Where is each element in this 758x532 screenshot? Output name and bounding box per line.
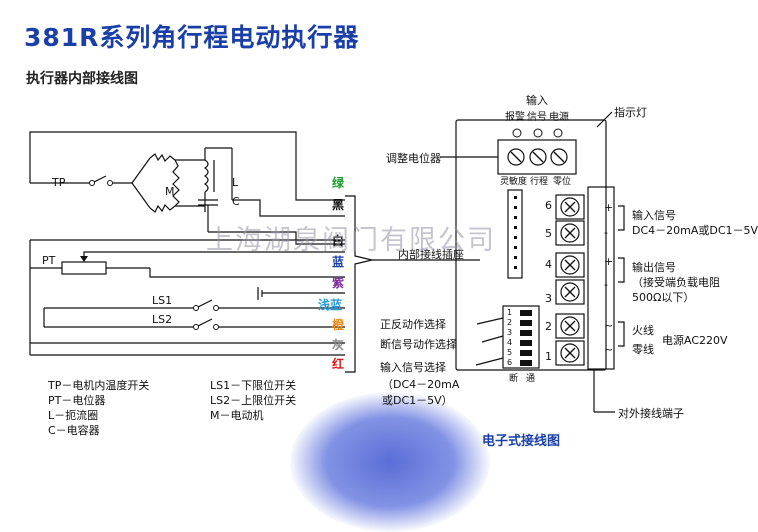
dip-forward-label: 正反动作选择 [380,318,446,331]
dip-input-label: 输入信号选择 [380,361,446,374]
legend-item: TP－电机内温度开关 [48,379,150,392]
terminal-number: 5 [545,227,552,240]
output-ohm-label: 500Ω以下） [632,291,695,304]
ls1-label: LS1 [152,294,173,307]
output-signal-label: 输出信号 [632,261,676,274]
minus-sign: - [604,278,608,291]
decorative-blob [290,392,490,532]
input-range-label: DC4－20mA或DC1－5V [632,224,758,237]
input-signal-label: 输入信号 [632,209,676,222]
legend-item: M－电动机 [210,409,264,422]
output-load-label: （接受端负载电阻 [632,276,720,289]
wire-label-red: 红 [332,357,345,371]
terminal-number: 4 [545,258,552,271]
plus-sign: + [604,201,614,214]
wire-label-light-blue: 浅蓝 [318,298,343,312]
wire-label-black: 黑 [332,198,345,212]
pot-label-zero: 零位 [553,177,572,187]
led-label-signal: 信号 [527,112,547,123]
motor-label: M [165,185,175,198]
adjust-pot-label: 调整电位器 [386,152,441,165]
ac-tilde: ~ [604,319,614,332]
led-label-power: 电源 [549,112,569,123]
pot-label-stroke: 行程 [530,177,549,187]
diagram-subtitle: 执行器内部接线图 [26,71,138,87]
dip-number: 6 [507,358,513,367]
internal-socket-label: 内部接线插座 [398,248,464,261]
wire-label-green: 绿 [332,176,345,190]
dip-on-label: 通 [526,374,536,384]
dip-break-label: 断信号动作选择 [380,338,457,351]
power-label: 电源AC220V [662,334,728,347]
pot-label-sensitivity: 灵敏度 [500,177,528,187]
wire-label-white: 白 [332,234,345,248]
zero-line-label: 零线 [632,343,654,356]
dip-number: 1 [507,308,513,317]
inductor-label: L [232,176,239,189]
legend-right: LS1－下限位开关 LS2－上限位开关 M－电动机 [210,378,296,423]
wire-label-blue: 蓝 [332,255,345,269]
wire-label-orange: 橙 [332,318,345,332]
dip-number: 4 [507,338,513,347]
led-label-alarm: 报警 [505,112,525,123]
ac-tilde: ~ [604,343,614,356]
indicator-label: 指示灯 [614,106,647,119]
company-watermark: 上海湖泉阀门有限公司 [206,225,496,256]
external-terminal-label: 对外接线端子 [618,407,684,420]
plus-sign: + [604,255,614,268]
pt-label: PT [42,254,56,267]
dip-input-option-2: 或DC1－5V） [382,394,453,407]
ls2-label: LS2 [152,313,173,326]
terminal-number: 6 [545,199,552,212]
terminal-number: 1 [545,350,552,363]
legend-item: L－扼流圈 [48,409,99,422]
minus-sign: - [604,226,608,239]
dip-number: 3 [507,328,513,337]
legend-item: C－电容器 [48,424,100,437]
terminal-number: 3 [545,292,552,305]
legend-left: TP－电机内温度开关 PT－电位器 L－扼流圈 C－电容器 [48,378,149,438]
wiring-schematic [29,111,625,413]
capacitor-label: C [232,195,240,208]
page-title: 381R系列角行程电动执行器 [24,23,360,52]
fire-line-label: 火线 [632,324,654,337]
legend-item: PT－电位器 [48,394,106,407]
dip-off-label: 断 [509,374,519,384]
input-header: 输入 [526,94,548,107]
tp-label: TP [52,176,66,189]
terminal-number: 2 [545,320,552,333]
electronic-diagram-caption: 电子式接线图 [482,434,561,449]
dip-number: 2 [507,318,513,327]
legend-item: LS1－下限位开关 [210,379,297,392]
dip-number: 5 [507,348,513,357]
legend-item: LS2－上限位开关 [210,394,297,407]
dip-input-option-1: （DC4－20mA [382,378,460,391]
wire-label-purple: 紫 [332,276,345,290]
wire-label-gray: 灰 [332,338,345,352]
